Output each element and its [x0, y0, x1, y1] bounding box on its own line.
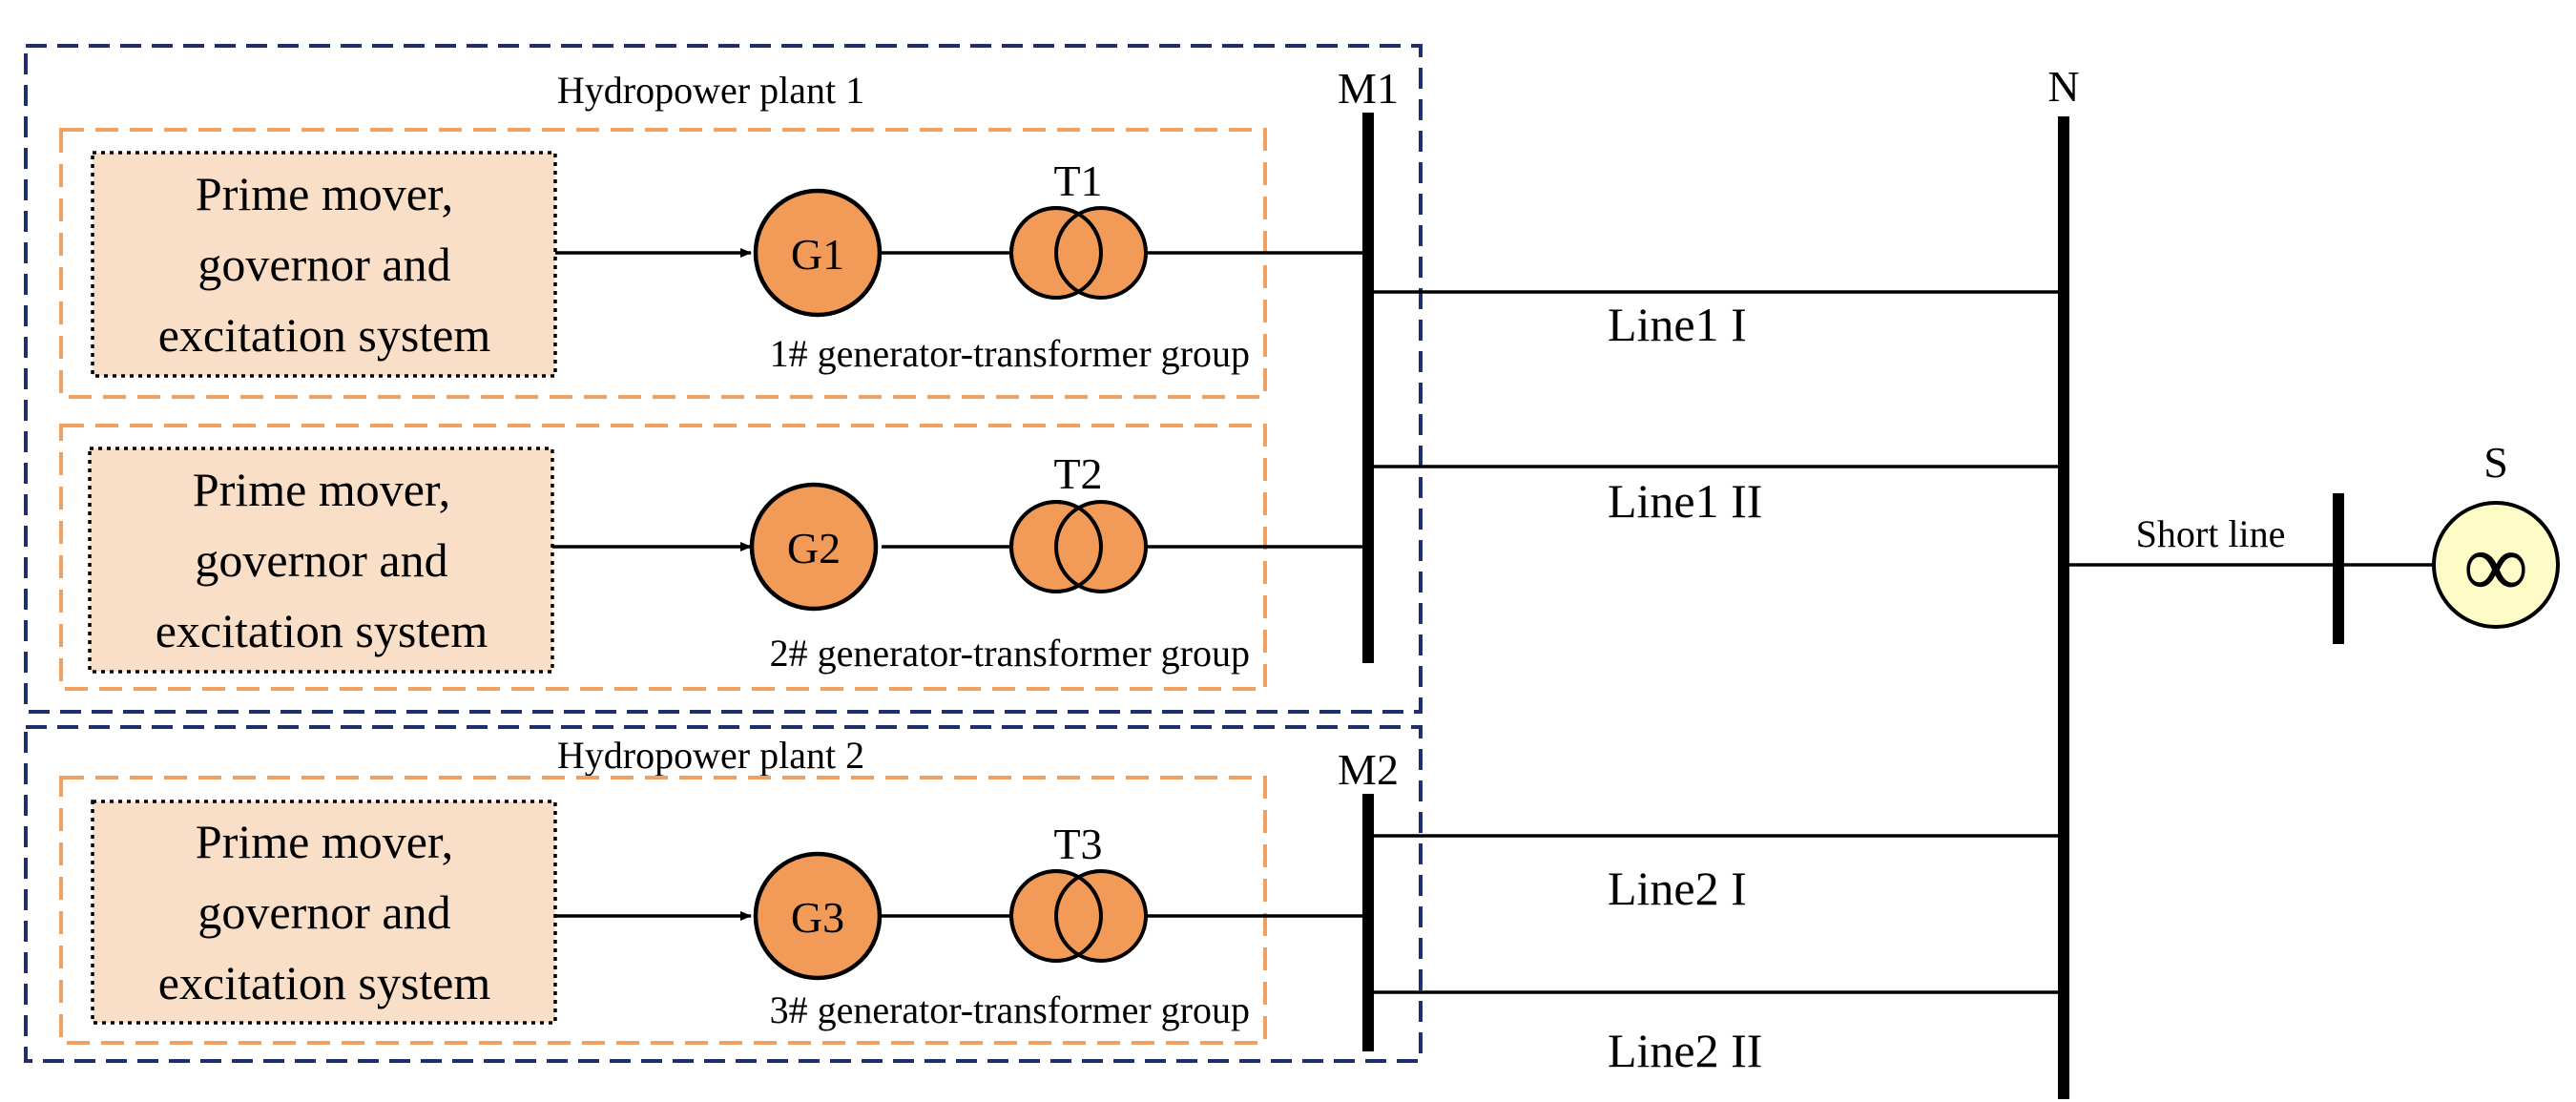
control-1-line-2: governor and	[197, 238, 450, 291]
line1-ii-label: Line1 II	[1608, 474, 1762, 528]
transformer-t2	[1009, 500, 1148, 593]
control-2-line-1: Prime mover,	[193, 463, 450, 516]
short-line-label: Short line	[2136, 512, 2286, 555]
group-2-box	[59, 424, 1267, 691]
generator-g3-label: G3	[791, 893, 844, 942]
control-box-3	[91, 800, 557, 1025]
bus-m1-label: M1	[1338, 64, 1399, 113]
control-3-line-3: excitation system	[158, 956, 491, 1009]
group-1-box	[59, 128, 1267, 399]
control-box-1	[91, 151, 557, 378]
plant-2-box	[24, 725, 1423, 1063]
control-box-2	[88, 447, 554, 674]
generator-g2	[749, 482, 879, 612]
generator-g1	[753, 188, 883, 318]
line2-i-label: Line2 I	[1608, 862, 1747, 915]
control-1-line-3: excitation system	[158, 308, 491, 362]
transformer-t1	[1009, 206, 1148, 300]
source-label: S	[2483, 438, 2508, 487]
plant-2-label: Hydropower plant 2	[557, 734, 864, 777]
control-2-line-3: excitation system	[156, 604, 488, 657]
plant-1-label: Hydropower plant 1	[557, 69, 864, 112]
generator-g3	[753, 851, 883, 981]
group-1-caption: 1# generator-transformer group	[770, 332, 1250, 375]
line2-ii-label: Line2 II	[1608, 1024, 1762, 1077]
line1-i-label: Line1 I	[1608, 298, 1747, 351]
plant-1-box	[24, 44, 1423, 714]
group-2-caption: 2# generator-transformer group	[770, 632, 1250, 675]
generator-g2-label: G2	[787, 524, 841, 572]
control-2-line-2: governor and	[195, 533, 447, 587]
bus-n-label: N	[2047, 62, 2079, 111]
transformer-t1-label: T1	[1053, 156, 1102, 205]
infinite-symbol: ∞	[2463, 514, 2528, 616]
group-3-box	[59, 776, 1267, 1045]
control-1-line-1: Prime mover,	[196, 167, 453, 220]
control-3-line-2: governor and	[197, 885, 450, 939]
infinite-source	[2432, 501, 2560, 629]
transformer-t2-label: T2	[1053, 449, 1102, 498]
transformer-t3-label: T3	[1053, 820, 1102, 868]
generator-g1-label: G1	[791, 230, 844, 279]
group-3-caption: 3# generator-transformer group	[770, 988, 1250, 1031]
bus-m2-label: M2	[1338, 745, 1399, 794]
transformer-t3	[1009, 869, 1148, 963]
control-3-line-1: Prime mover,	[196, 815, 453, 868]
